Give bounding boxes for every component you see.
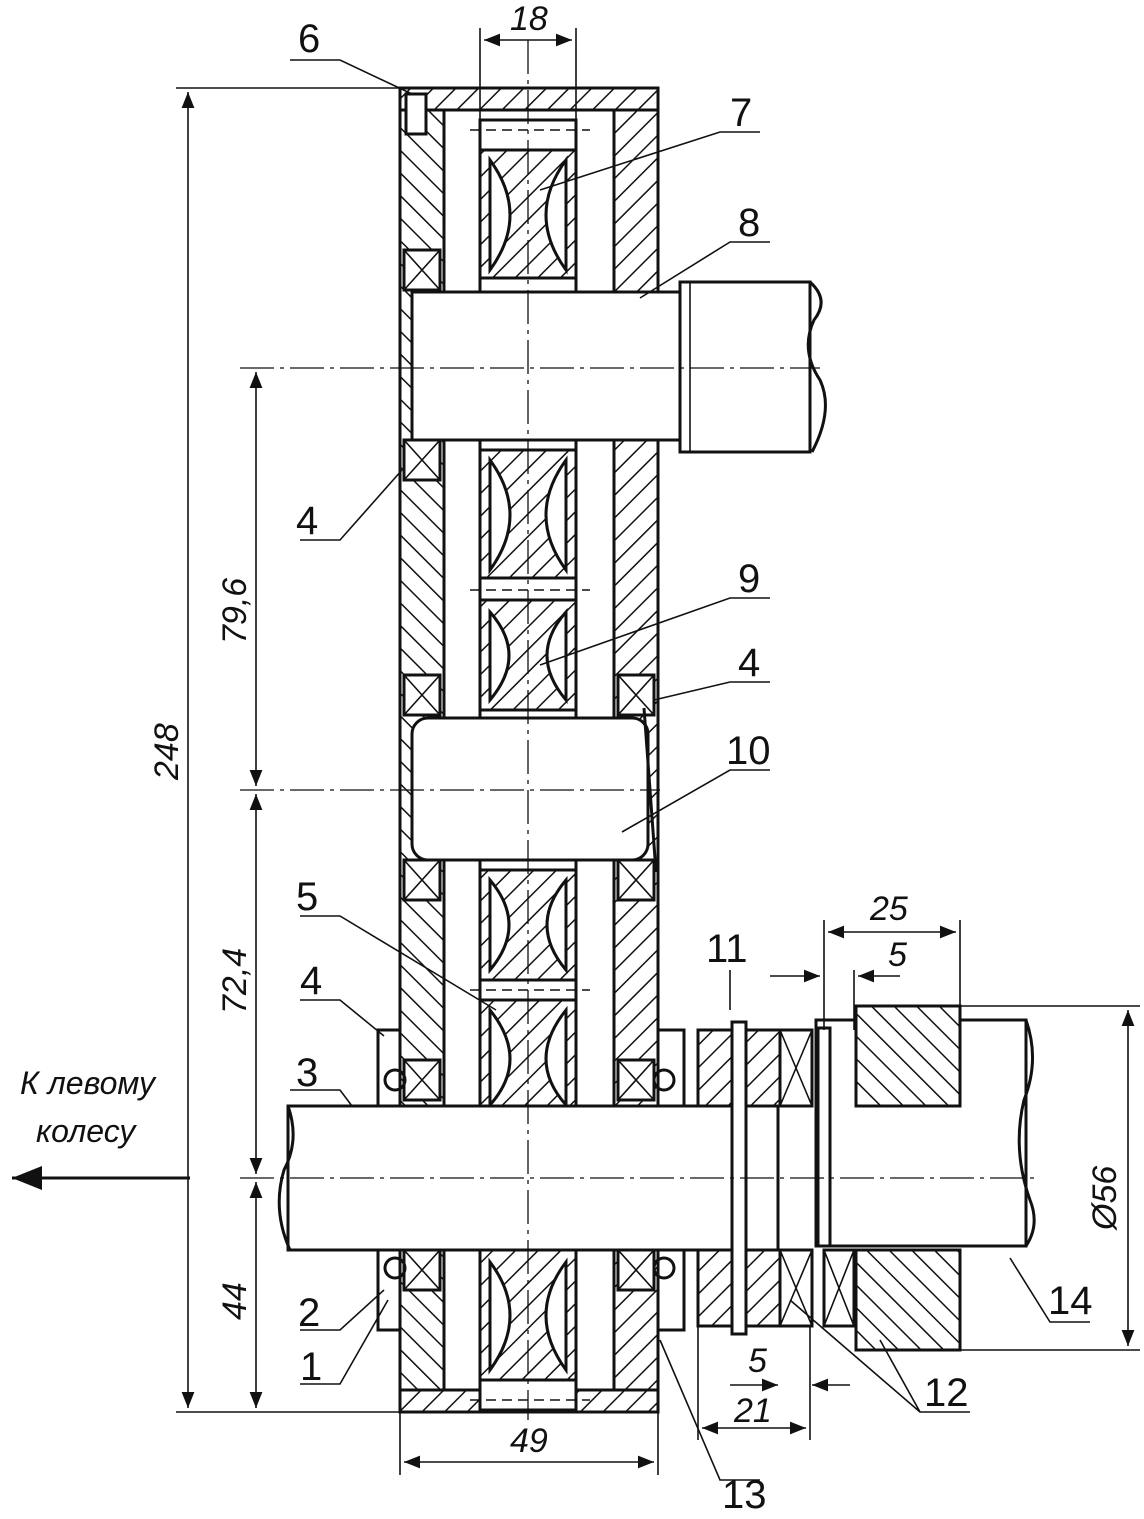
label-5: 5 bbox=[296, 875, 318, 919]
dimension-lines bbox=[11, 28, 1140, 1475]
label-11: 11 bbox=[706, 927, 748, 971]
label-9: 9 bbox=[738, 557, 760, 601]
label-4-upper: 4 bbox=[296, 499, 318, 543]
dim-5-bottom: 5 bbox=[748, 1342, 767, 1380]
dim-diameter-56: Ø56 bbox=[1086, 1166, 1124, 1231]
label-1: 1 bbox=[300, 1345, 322, 1389]
label-13: 13 bbox=[722, 1473, 767, 1517]
dim-18: 18 bbox=[510, 0, 548, 38]
caption-line-2: колесу bbox=[36, 1113, 137, 1149]
dim-21: 21 bbox=[733, 1392, 772, 1430]
bearings bbox=[402, 248, 856, 1328]
dim-72-4: 72,4 bbox=[216, 948, 254, 1014]
label-10: 10 bbox=[726, 729, 771, 773]
caption-line-1: К левому bbox=[20, 1065, 157, 1101]
dim-79-6: 79,6 bbox=[216, 578, 254, 644]
coupling bbox=[696, 1004, 962, 1352]
label-14: 14 bbox=[1048, 1279, 1093, 1323]
label-2: 2 bbox=[298, 1291, 320, 1335]
label-4-middle: 4 bbox=[738, 641, 760, 685]
dim-44: 44 bbox=[216, 1282, 254, 1320]
leader-lines bbox=[290, 59, 1090, 1481]
label-4-lower: 4 bbox=[300, 959, 322, 1003]
dim-49: 49 bbox=[510, 1422, 548, 1460]
center-lines bbox=[240, 40, 1040, 1420]
dim-248: 248 bbox=[148, 723, 186, 781]
dim-5-top: 5 bbox=[888, 936, 907, 974]
label-3: 3 bbox=[296, 1051, 318, 1095]
label-12: 12 bbox=[924, 1371, 969, 1415]
label-8: 8 bbox=[738, 201, 760, 245]
label-6: 6 bbox=[298, 17, 320, 61]
dim-25: 25 bbox=[869, 890, 908, 928]
label-7: 7 bbox=[730, 91, 752, 135]
